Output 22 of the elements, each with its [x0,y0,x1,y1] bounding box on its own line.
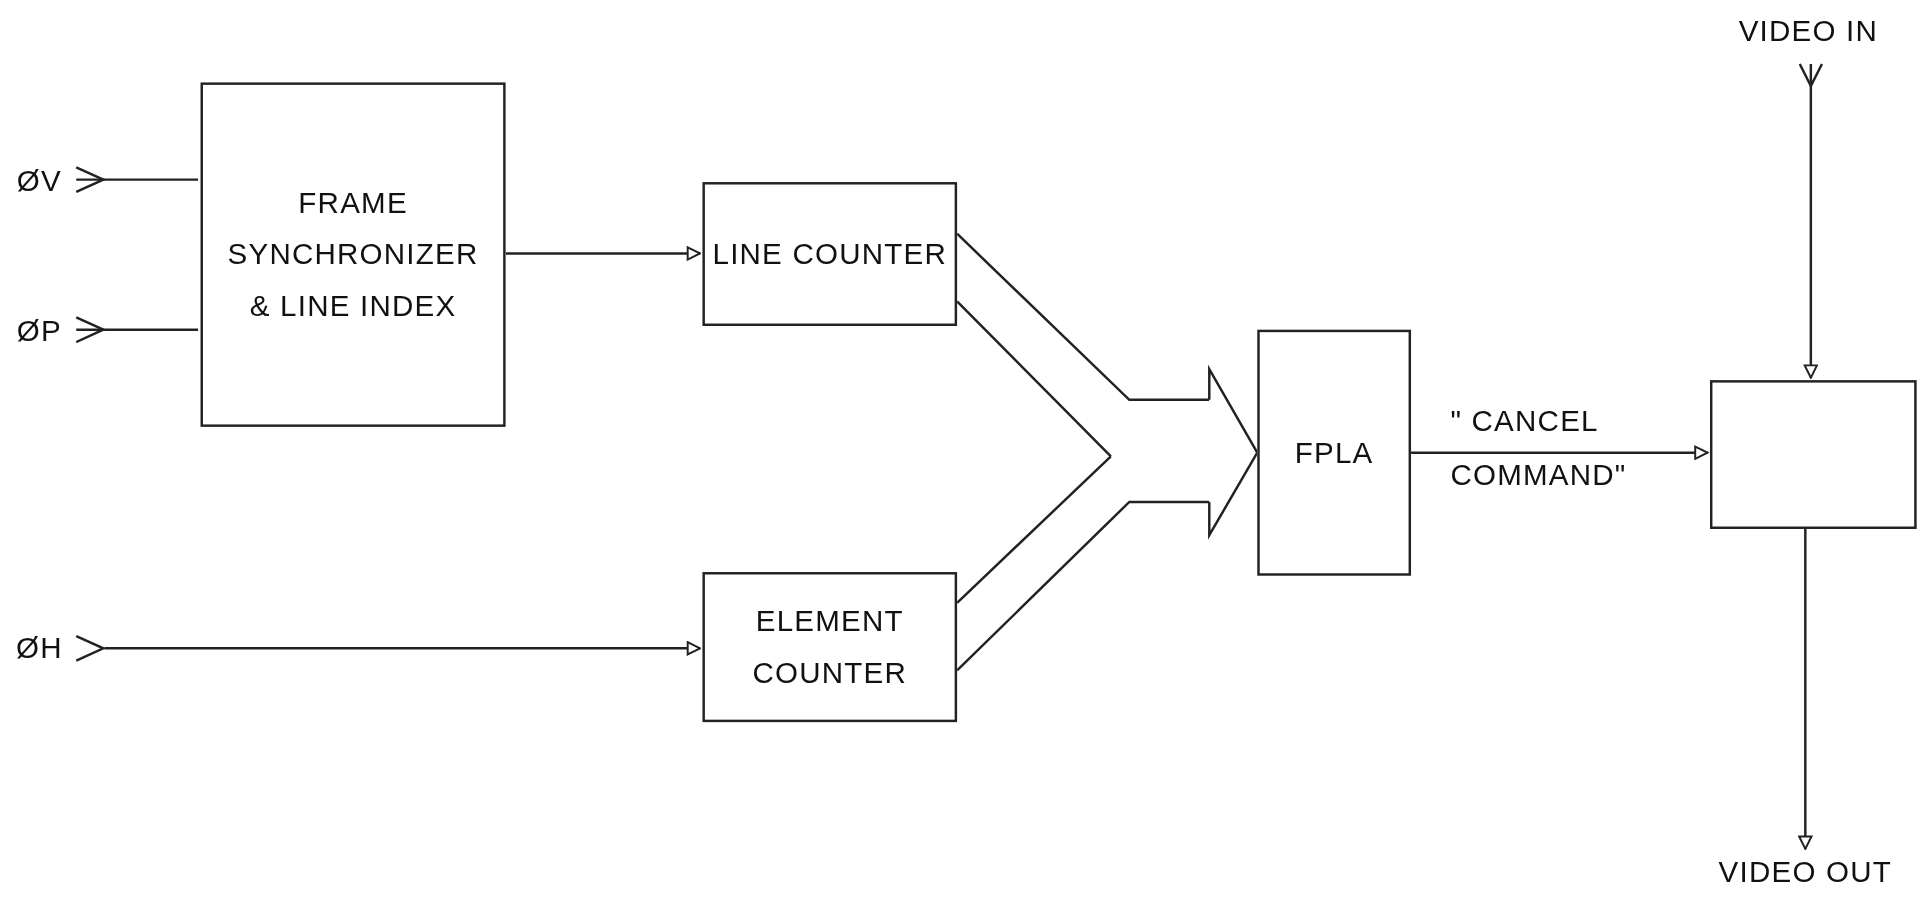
block-label: ELEMENT COUNTER [751,603,909,691]
signal-label: ØH [14,627,64,670]
block-box [702,572,958,723]
block-label: LINE COUNTER [712,235,948,273]
signal-label: ØV [14,159,64,202]
edge-label: " CANCEL COMMAND" [1450,402,1623,493]
signal-label: ØP [14,310,64,352]
block-label: FRAME SYNCHRONIZER & LINE INDEX [226,184,480,325]
arrow [1803,63,1818,379]
block-box [200,82,506,427]
block-box [1257,329,1412,576]
arrow [104,641,701,656]
arrow [75,316,199,344]
block-label: FPLA [1294,434,1374,471]
signal-label: VIDEO OUT [1716,851,1895,894]
block-box [702,182,958,326]
arrow [1798,529,1813,850]
arrow [505,246,701,261]
signal-label: VIDEO IN [1722,9,1895,52]
arrow [75,166,199,194]
arrow [1411,445,1709,460]
block-box [1710,380,1917,529]
